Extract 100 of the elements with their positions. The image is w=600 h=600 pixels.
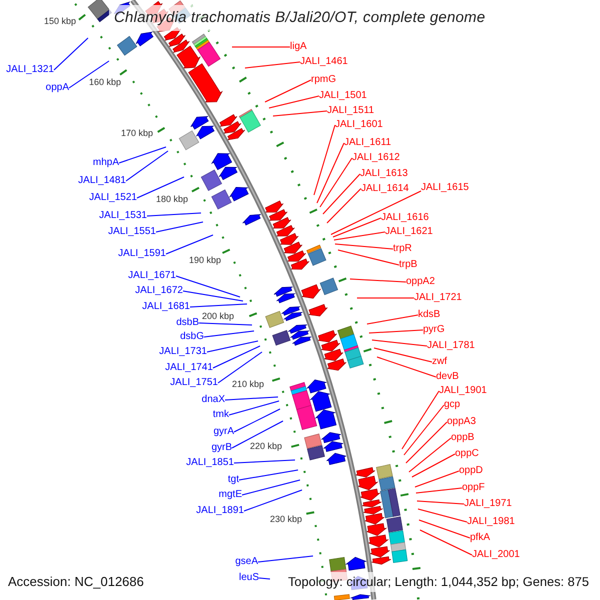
leader-line (166, 234, 214, 254)
leader-line (334, 232, 386, 240)
leader-line (244, 490, 302, 512)
gene-label: mgtE (218, 489, 242, 501)
gene-label: JALI_1981 (467, 516, 515, 528)
leader-line (406, 422, 448, 464)
gene-label: pyrG (423, 324, 445, 336)
leader-line (420, 530, 472, 556)
accession-text: Accession: NC_012686 (8, 573, 144, 591)
scale-label: 220 kbp (250, 441, 282, 451)
gene-label: JALI_1616 (381, 212, 429, 224)
scale-label: 180 kbp (156, 194, 188, 204)
scale-label: 190 kbp (188, 255, 221, 265)
gene-label: leuS (238, 572, 259, 584)
leader-line (418, 508, 468, 522)
scale-label: 230 kbp (270, 514, 302, 524)
leader-line (238, 470, 298, 480)
gene-label: oppA2 (406, 276, 435, 288)
gene-label: JALI_1721 (414, 292, 462, 304)
leader-line (332, 218, 382, 238)
leader-line (314, 124, 336, 196)
leader-line (402, 390, 440, 450)
leader-line (242, 480, 300, 496)
gene-label: JALI_1591 (118, 248, 166, 260)
gene-label: kdsB (418, 309, 440, 321)
scale-label: 150 kbp (44, 16, 76, 26)
gene-label: JALI_1901 (439, 385, 487, 397)
gene-label: zwf (432, 356, 447, 368)
leader-line (68, 60, 110, 88)
gene-label: JALI_1611 (344, 137, 392, 149)
gene-label: JALI_1671 (128, 270, 176, 282)
gene-label: JALI_1601 (335, 119, 383, 131)
leader-line (368, 330, 424, 334)
leader-line (416, 488, 462, 494)
gene-label: JALI_1615 (421, 182, 469, 194)
gene-label: JALI_1891 (196, 505, 244, 517)
gene-label: tmk (212, 409, 229, 421)
leader-line (414, 470, 460, 488)
gene-label: dsbG (180, 331, 204, 343)
leader-line (416, 500, 464, 504)
gene-label: JALI_1612 (352, 152, 400, 164)
gene-label: JALI_1681 (142, 301, 190, 313)
gene-label: gyrA (213, 426, 234, 438)
gene-label: JALI_1521 (89, 192, 137, 204)
gene-label: oppA3 (447, 416, 476, 428)
scale-label: 170 kbp (120, 128, 153, 138)
gene-label: tgt (228, 474, 239, 486)
gene-label: rpmG (311, 74, 336, 86)
leader-line (350, 278, 406, 282)
leader-line (204, 330, 254, 338)
leader-line (244, 62, 300, 68)
gene-label: oppA (46, 82, 69, 94)
leader-line (268, 96, 320, 108)
gene-label: oppF (462, 482, 485, 494)
gene-label: JALI_1531 (99, 210, 147, 222)
gene-label: devB (436, 371, 459, 383)
gene-label: oppB (451, 432, 474, 444)
gene-label: trpR (393, 243, 412, 255)
leader-line (232, 420, 284, 448)
gene-label: JALI_1672 (135, 285, 183, 297)
gene-label: JALI_1614 (361, 182, 409, 194)
leader-line (206, 340, 258, 352)
gene-label: JALI_1781 (427, 340, 475, 352)
gene-label: JALI_2001 (472, 549, 520, 561)
leader-line (320, 158, 352, 208)
leader-line (176, 276, 240, 298)
gene-label: dnaX (202, 394, 225, 406)
leader-line (338, 250, 400, 266)
scale-label: 210 kbp (232, 379, 264, 389)
leader-line (316, 142, 344, 204)
leader-line (376, 356, 436, 378)
gene-label: JALI_1481 (78, 175, 126, 187)
leader-line (234, 460, 296, 464)
leader-line (198, 322, 252, 326)
gene-label: JALI_1971 (464, 498, 512, 510)
gene-label: JALI_1511 (327, 105, 374, 117)
leader-line (234, 408, 280, 432)
gene-label: JALI_1321 (6, 64, 54, 76)
gene-label: gseA (235, 556, 258, 568)
leader-line (156, 222, 204, 232)
leader-line (272, 110, 328, 116)
leader-line (146, 212, 202, 216)
gene-label: gyrB (211, 442, 232, 454)
gene-label: ligA (290, 41, 307, 53)
leader-line (126, 150, 168, 182)
gene-label: pfkA (470, 532, 490, 544)
leader-line (408, 438, 452, 472)
gene-label: JALI_1501 (319, 90, 367, 102)
gene-label: JALI_1851 (186, 457, 234, 469)
leader-line (330, 190, 422, 235)
leader-line (136, 176, 184, 198)
gene-label: JALI_1751 (170, 377, 218, 389)
leader-line (322, 174, 360, 214)
leader-line (54, 38, 88, 70)
gene-label: oppC (455, 448, 479, 460)
gene-label: dsbB (176, 317, 199, 329)
gene-label: oppD (459, 465, 483, 477)
gene-label: JALI_1461 (300, 56, 348, 68)
leader-line (258, 578, 270, 580)
leader-line (372, 340, 428, 346)
